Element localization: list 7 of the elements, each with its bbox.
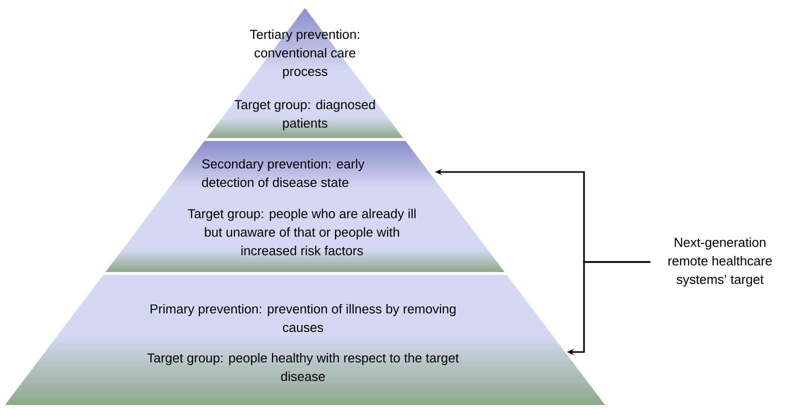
tier-text: Tertiary prevention: conventional care process bbox=[250, 29, 360, 79]
tier-text: Target group: people healthy with respect to the target disease bbox=[147, 352, 459, 382]
label-text: Next-generation remote healthcare systems’ target bbox=[668, 237, 772, 287]
tier-text: Primary prevention: prevention of illness by removing causes bbox=[150, 304, 456, 332]
tier-text: Target group: diagnosed patients bbox=[234, 100, 375, 130]
tier-text: Secondary prevention: early detection of disease state bbox=[202, 158, 365, 188]
tier-text: Target group: people who are already ill but unaware of that or people with increased risk factors bbox=[188, 208, 416, 256]
